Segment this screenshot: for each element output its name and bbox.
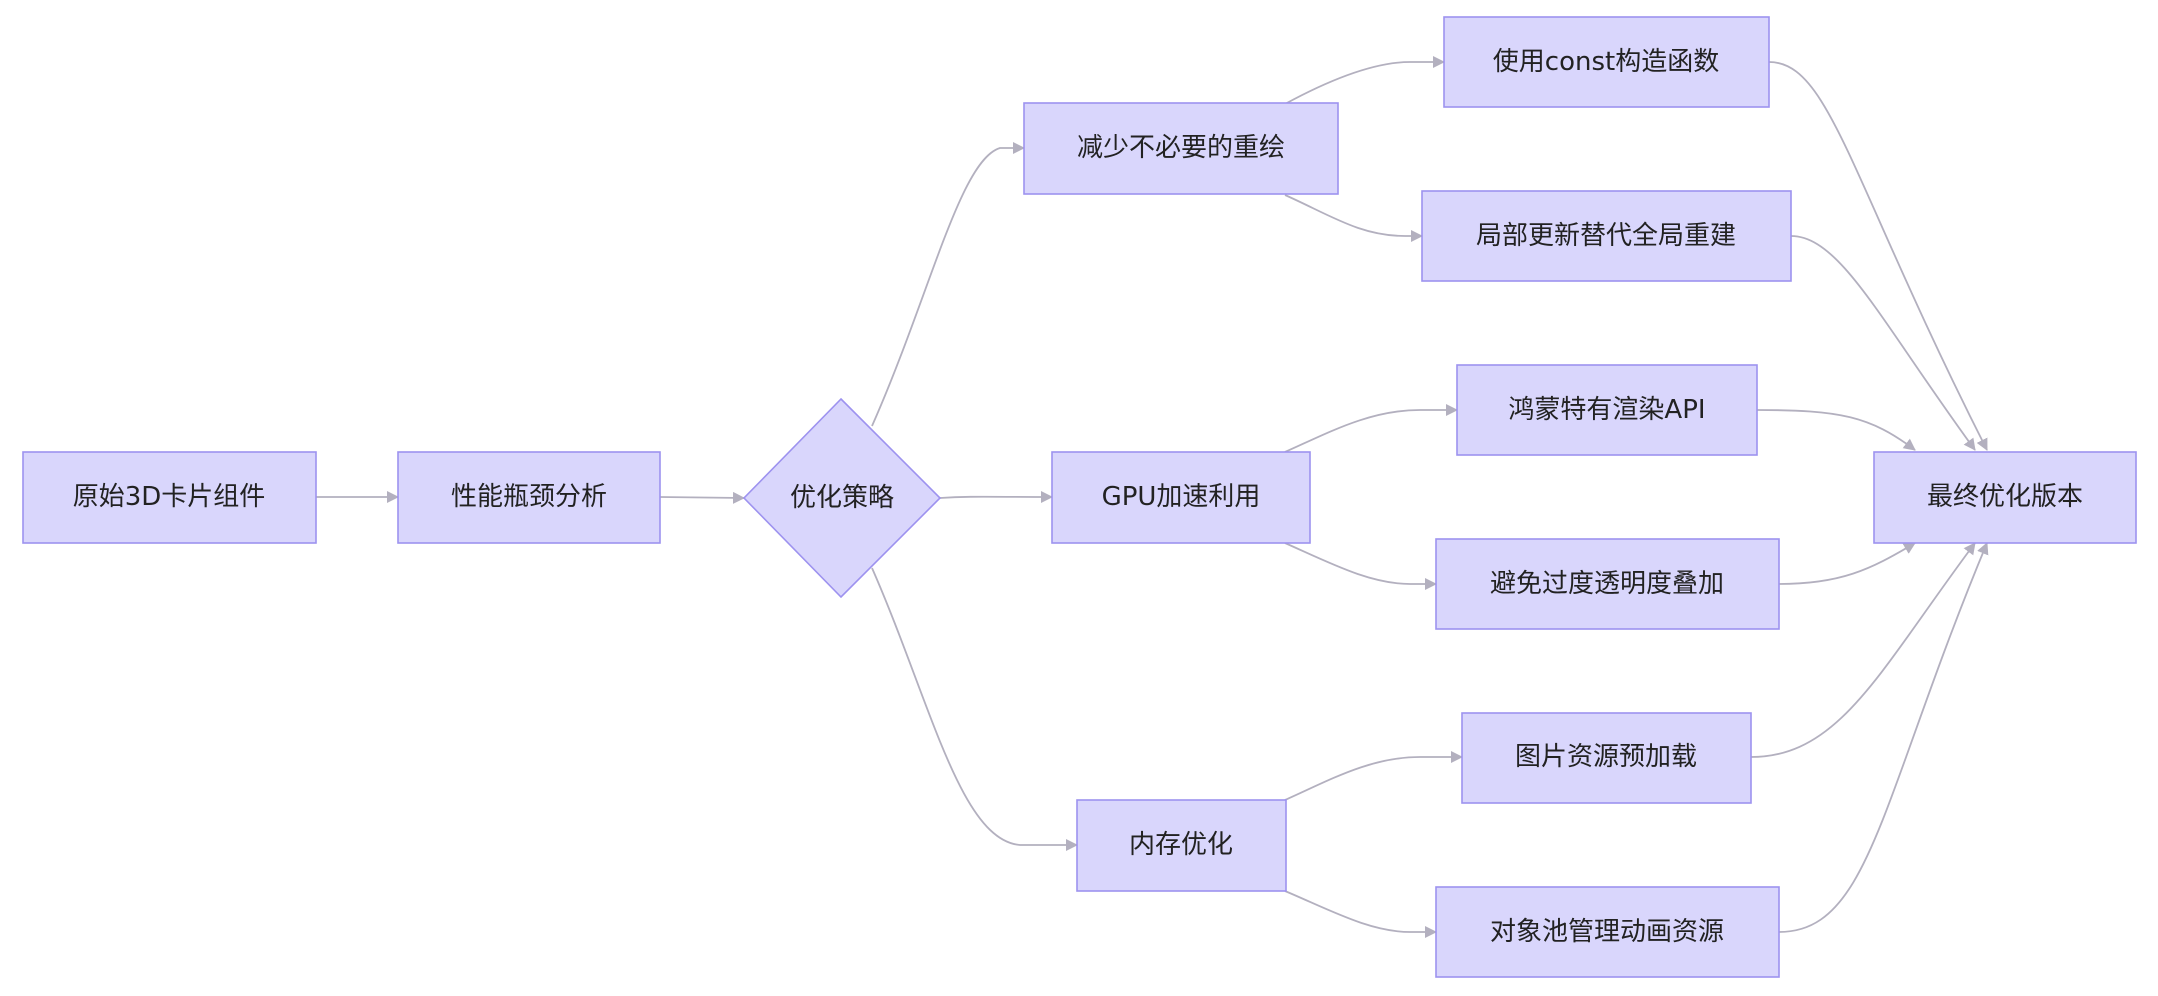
edge-preload-final xyxy=(1750,542,1976,758)
node-analysis-label: 性能瓶颈分析 xyxy=(451,482,607,512)
node-analysis[interactable]: 性能瓶颈分析 xyxy=(397,451,661,544)
node-harmony[interactable]: 鸿蒙特有渲染API xyxy=(1456,364,1758,456)
node-start[interactable]: 原始3D卡片组件 xyxy=(22,451,317,544)
edge-reduce-partial xyxy=(1284,194,1423,242)
node-partial-label: 局部更新替代全局重建 xyxy=(1476,221,1736,251)
node-memory[interactable]: 内存优化 xyxy=(1076,799,1287,892)
node-pool-label: 对象池管理动画资源 xyxy=(1490,917,1724,947)
node-reduce-label: 减少不必要的重绘 xyxy=(1077,133,1285,163)
edge-harmony-final xyxy=(1756,409,1916,451)
node-const[interactable]: 使用const构造函数 xyxy=(1443,16,1770,108)
node-memory-label: 内存优化 xyxy=(1129,830,1233,860)
edge-strategy-reduce xyxy=(871,142,1025,427)
edge-memory-pool xyxy=(1284,890,1437,938)
node-final[interactable]: 最终优化版本 xyxy=(1873,451,2137,544)
edge-analysis-strategy xyxy=(659,491,745,504)
node-gpu-label: GPU加速利用 xyxy=(1102,482,1261,512)
node-gpu[interactable]: GPU加速利用 xyxy=(1051,451,1311,544)
edge-partial-final xyxy=(1790,235,1976,451)
edge-reduce-const xyxy=(1284,56,1445,105)
edge-strategy-memory xyxy=(871,567,1078,851)
node-strategy[interactable]: 优化策略 xyxy=(742,397,942,599)
node-harmony-label: 鸿蒙特有渲染API xyxy=(1508,395,1705,425)
node-strategy-label: 优化策略 xyxy=(790,483,894,513)
node-const-label: 使用const构造函数 xyxy=(1493,47,1719,77)
node-start-label: 原始3D卡片组件 xyxy=(73,482,266,512)
node-opacity[interactable]: 避免过度透明度叠加 xyxy=(1435,538,1780,630)
edge-opacity-final xyxy=(1778,542,1916,585)
edge-memory-preload xyxy=(1284,751,1463,801)
edge-const-final xyxy=(1768,61,1988,451)
node-reduce[interactable]: 减少不必要的重绘 xyxy=(1023,102,1339,195)
edge-strategy-gpu xyxy=(939,490,1053,503)
node-opacity-label: 避免过度透明度叠加 xyxy=(1490,569,1724,599)
node-final-label: 最终优化版本 xyxy=(1927,482,2083,512)
edge-gpu-harmony xyxy=(1284,404,1458,453)
node-preload-label: 图片资源预加载 xyxy=(1515,742,1697,772)
edge-pool-final xyxy=(1778,542,1989,933)
node-partial[interactable]: 局部更新替代全局重建 xyxy=(1421,190,1792,282)
edge-gpu-opacity xyxy=(1284,542,1437,590)
node-pool[interactable]: 对象池管理动画资源 xyxy=(1435,886,1780,978)
node-preload[interactable]: 图片资源预加载 xyxy=(1461,712,1752,804)
